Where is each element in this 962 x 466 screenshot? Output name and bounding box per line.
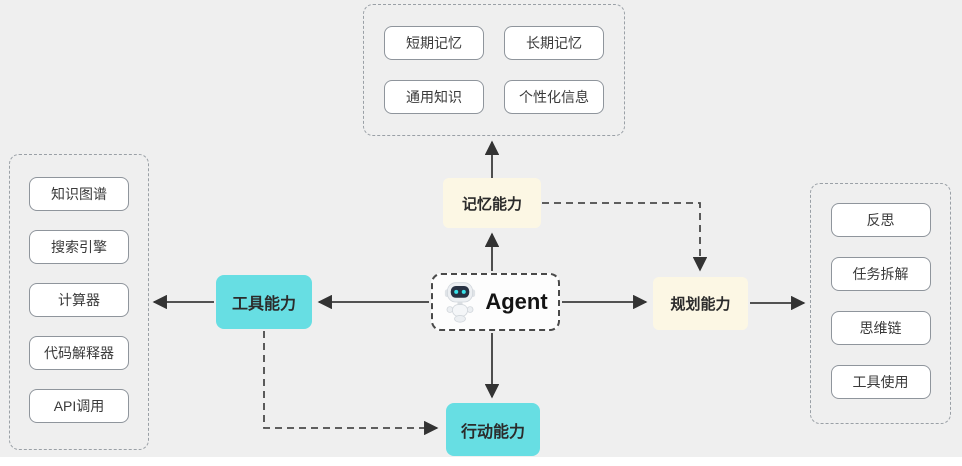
tool-item-search-engine: 搜索引擎 — [29, 230, 129, 264]
memory-item-personalized-info: 个性化信息 — [504, 80, 604, 114]
planning-item-task-decomposition: 任务拆解 — [830, 257, 931, 291]
agent-node: Agent — [431, 273, 560, 331]
bottom-white-strip — [0, 457, 962, 466]
dashed-arrow-tool-to-action — [263, 331, 439, 436]
action-capability-node: 行动能力 — [446, 403, 540, 456]
tool-items-panel: 知识图谱 搜索引擎 计算器 代码解释器 API调用 — [9, 154, 149, 450]
planning-item-tool-use: 工具使用 — [830, 365, 931, 399]
memory-item-short-term: 短期记忆 — [384, 26, 484, 60]
tool-capability-node: 工具能力 — [216, 275, 312, 329]
planning-item-reflection: 反思 — [830, 203, 931, 237]
agent-label: Agent — [485, 289, 548, 314]
planning-capability-node: 规划能力 — [653, 277, 748, 330]
planning-items-panel: 反思 任务拆解 思维链 工具使用 — [810, 183, 951, 424]
planning-item-chain-of-thought: 思维链 — [830, 311, 931, 345]
tool-item-api-call: API调用 — [29, 389, 129, 423]
memory-capability-node: 记忆能力 — [443, 178, 541, 228]
dashed-arrow-memory-to-planning — [542, 202, 708, 272]
tool-item-code-interpreter: 代码解释器 — [29, 336, 129, 370]
memory-item-long-term: 长期记忆 — [504, 26, 604, 60]
tool-item-calculator: 计算器 — [29, 283, 129, 317]
memory-items-panel: 短期记忆 长期记忆 通用知识 个性化信息 — [363, 4, 625, 136]
tool-item-knowledge-graph: 知识图谱 — [29, 177, 129, 211]
memory-item-general-knowledge: 通用知识 — [384, 80, 484, 114]
robot-icon — [443, 281, 477, 323]
